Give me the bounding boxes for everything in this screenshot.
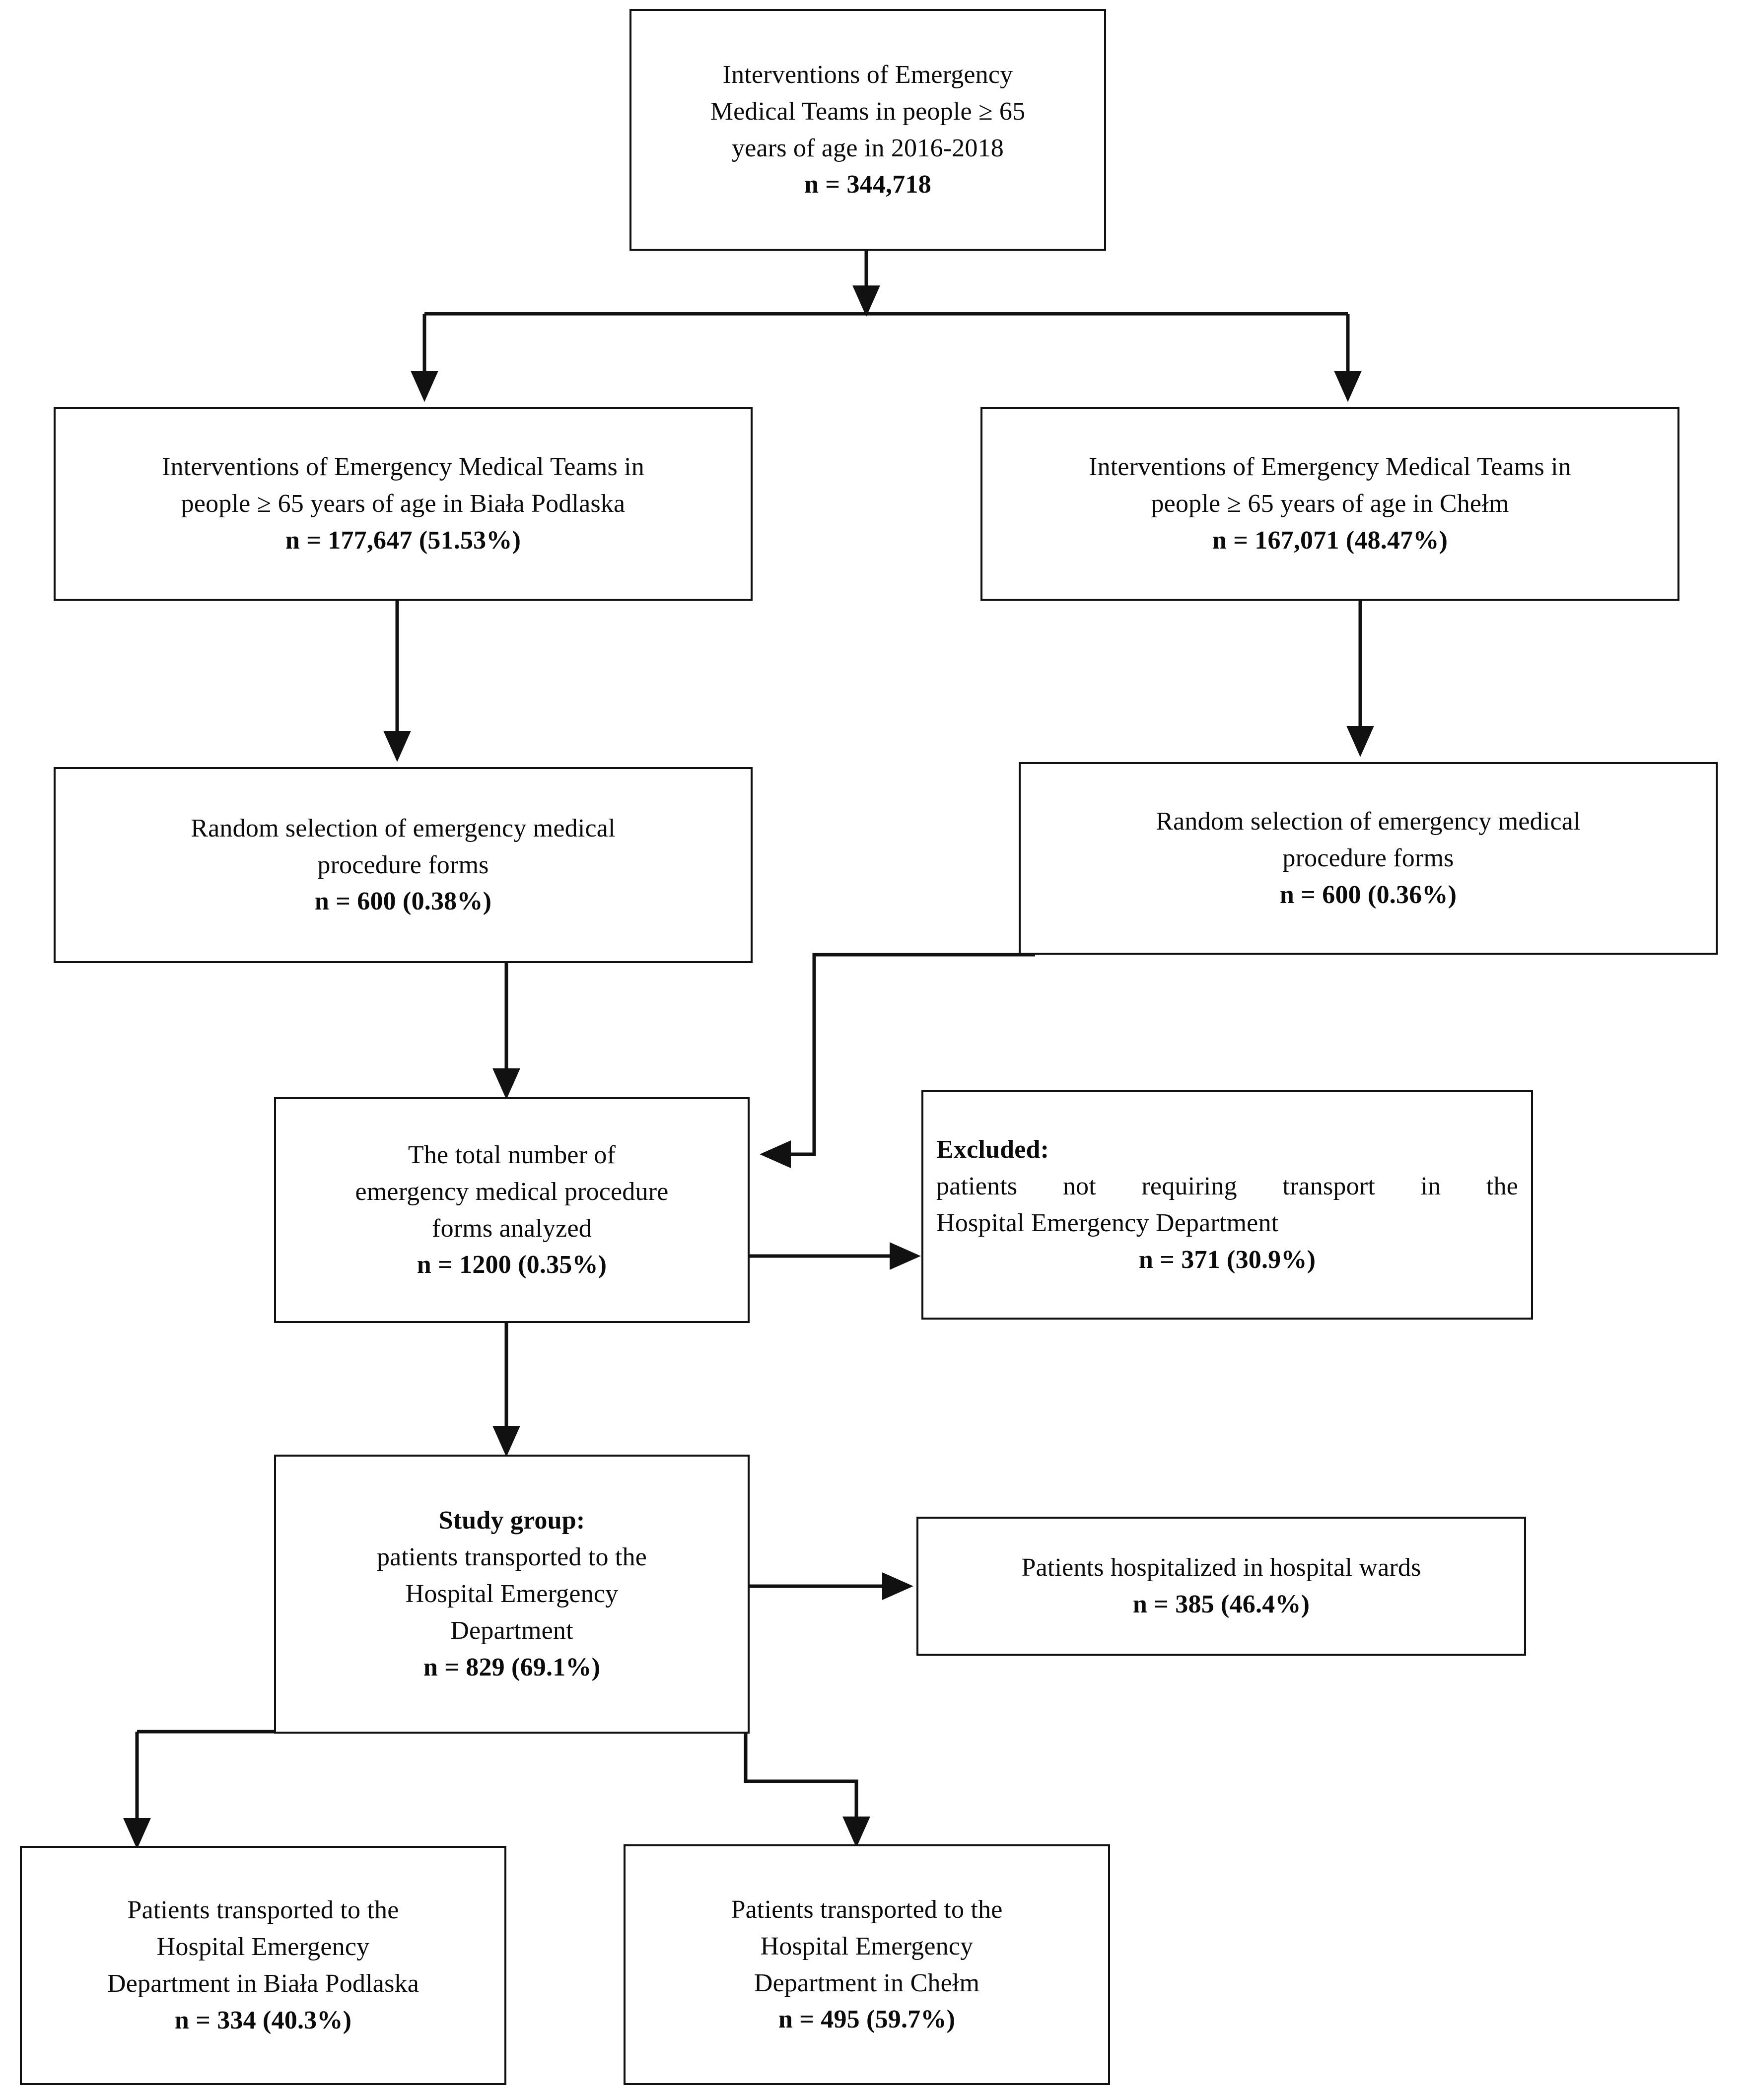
node-line: Department in Biała Podlaska: [107, 1969, 419, 1998]
node-line: Hospital Emergency: [405, 1580, 619, 1609]
node-count: n = 177,647 (51.53%): [285, 526, 521, 555]
node-count: n = 167,071 (48.47%): [1212, 526, 1448, 555]
node-heading: Study group:: [438, 1506, 585, 1535]
node-line: The total number of: [408, 1140, 616, 1169]
node-line: Hospital Emergency: [156, 1933, 370, 1961]
node-biala-random-selection[interactable]: Random selection of emergency medical pr…: [54, 767, 753, 963]
node-line: Random selection of emergency medical: [191, 814, 616, 842]
node-count: n = 600 (0.38%): [314, 887, 492, 916]
node-line: people ≥ 65 years of age in Biała Podlas…: [181, 490, 626, 518]
node-line: procedure forms: [1282, 844, 1454, 873]
node-line: patients not requiring transport in the: [936, 1172, 1518, 1201]
node-line: years of age in 2016-2018: [732, 134, 1004, 162]
node-line: Patients transported to the: [127, 1896, 399, 1925]
node-count: n = 385 (46.4%): [1132, 1590, 1310, 1618]
node-count: n = 600 (0.36%): [1279, 880, 1457, 909]
node-study-group[interactable]: Study group: patients transported to the…: [274, 1455, 750, 1734]
node-count: n = 495 (59.7%): [778, 2005, 956, 2034]
node-line: forms analyzed: [432, 1214, 592, 1243]
node-biala-podlaska-interventions[interactable]: Interventions of Emergency Medical Teams…: [54, 407, 753, 601]
edge-study-to-chelm-transported: [744, 1732, 870, 1848]
node-chelm-interventions[interactable]: Interventions of Emergency Medical Teams…: [980, 407, 1679, 601]
node-line: procedure forms: [317, 850, 489, 879]
node-patients-hospitalized[interactable]: Patients hospitalized in hospital wards …: [916, 1517, 1526, 1656]
node-line: Random selection of emergency medical: [1156, 807, 1581, 836]
node-line: Patients transported to the: [731, 1895, 1003, 1924]
node-transported-biala-podlaska[interactable]: Patients transported to the Hospital Eme…: [20, 1846, 506, 2085]
node-total-forms-analyzed[interactable]: The total number of emergency medical pr…: [274, 1097, 750, 1323]
node-line: Interventions of Emergency Medical Teams…: [162, 453, 644, 482]
node-line: Department: [450, 1616, 573, 1645]
node-count: n = 344,718: [804, 170, 931, 199]
node-count: n = 334 (40.3%): [174, 2006, 352, 2034]
node-line: Hospital Emergency Department: [936, 1209, 1279, 1237]
node-line: Department in Chełm: [754, 1968, 980, 1997]
node-line: Patients hospitalized in hospital wards: [1021, 1553, 1421, 1582]
node-heading: Excluded:: [936, 1135, 1049, 1164]
node-line: people ≥ 65 years of age in Chełm: [1151, 490, 1509, 518]
node-line: emergency medical procedure: [355, 1177, 669, 1206]
node-excluded-patients[interactable]: Excluded: patients not requiring transpo…: [921, 1090, 1533, 1320]
node-chelm-random-selection[interactable]: Random selection of emergency medical pr…: [1019, 762, 1718, 955]
edge-chelm-random-to-total: [760, 953, 1035, 1168]
node-total-interventions[interactable]: Interventions of Emergency Medical Teams…: [629, 9, 1106, 251]
node-count: n = 1200 (0.35%): [417, 1251, 607, 1279]
node-line: Interventions of Emergency: [722, 60, 1013, 89]
node-count: n = 829 (69.1%): [423, 1653, 601, 1681]
node-line: patients transported to the: [376, 1543, 647, 1572]
node-line: Medical Teams in people ≥ 65: [710, 97, 1026, 126]
node-count: n = 371 (30.9%): [1138, 1245, 1316, 1274]
node-line: Interventions of Emergency Medical Teams…: [1089, 453, 1571, 482]
node-line: Hospital Emergency: [760, 1932, 974, 1960]
node-transported-chelm[interactable]: Patients transported to the Hospital Eme…: [624, 1844, 1110, 2085]
